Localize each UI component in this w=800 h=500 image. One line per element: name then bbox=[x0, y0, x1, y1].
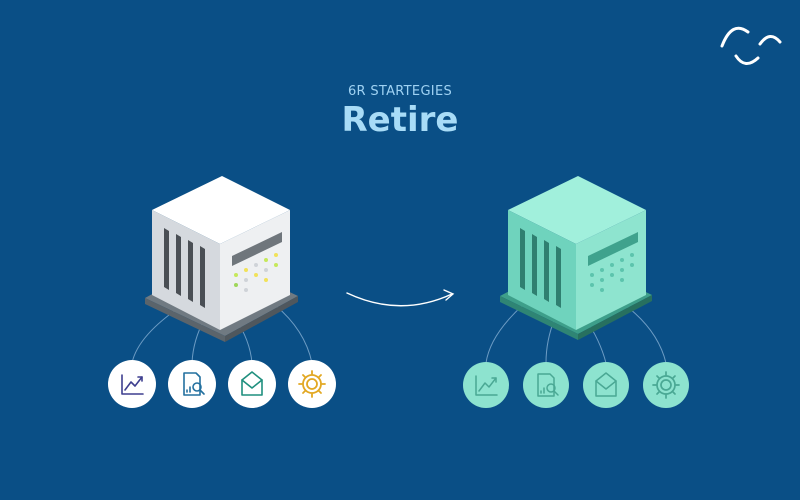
logo-icon bbox=[720, 26, 782, 65]
page-header: 6R STARTEGIES Retire bbox=[0, 84, 800, 140]
retired-mail-icon bbox=[583, 362, 629, 408]
active-server-group bbox=[108, 176, 336, 408]
active-server bbox=[145, 176, 298, 342]
active-mail-icon bbox=[228, 360, 276, 408]
retired-document-search-icon bbox=[523, 362, 569, 408]
arrow-right-icon bbox=[346, 289, 455, 307]
retired-gear-icon bbox=[643, 362, 689, 408]
retired-server-group bbox=[463, 176, 689, 408]
page-subtitle: 6R STARTEGIES bbox=[347, 84, 453, 99]
page-title: Retire bbox=[341, 100, 459, 140]
active-gear-icon bbox=[288, 360, 336, 408]
retired-line-chart-icon bbox=[463, 362, 509, 408]
active-document-search-icon bbox=[168, 360, 216, 408]
retired-server bbox=[500, 176, 652, 340]
active-line-chart-icon bbox=[108, 360, 156, 408]
